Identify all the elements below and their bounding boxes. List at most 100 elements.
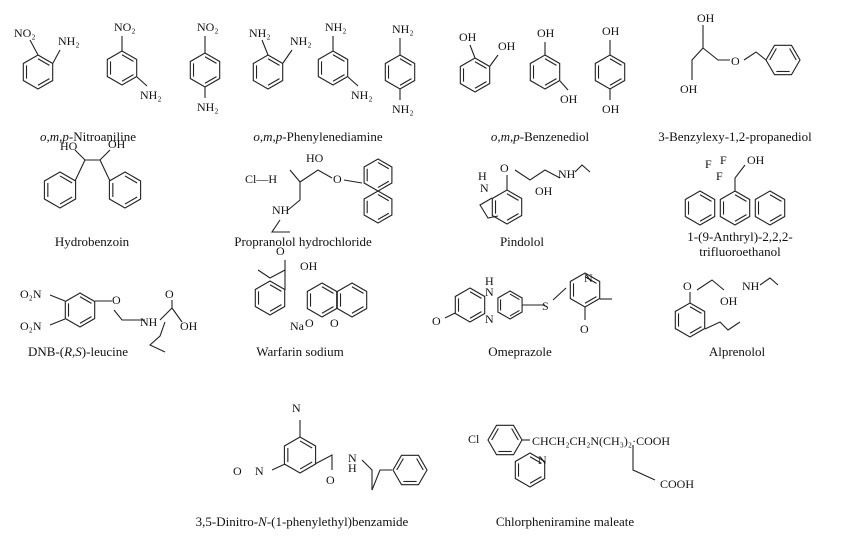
bond	[271, 463, 286, 471]
benzene-ring	[514, 452, 546, 488]
double-bond	[474, 81, 487, 89]
benzene-ring	[497, 290, 523, 320]
atom-oh: OH	[747, 153, 765, 167]
atom-n: N	[584, 271, 593, 285]
benzene-ring	[754, 190, 786, 226]
benzene-ring	[487, 424, 523, 456]
benzene-ring	[252, 54, 284, 90]
atom-oh: OH	[720, 294, 738, 308]
atom-nh: NH	[558, 167, 576, 181]
double-bond	[529, 456, 542, 464]
double-bond	[267, 58, 280, 66]
bond	[282, 49, 293, 64]
double-bond	[377, 194, 390, 202]
double-bond	[79, 296, 92, 304]
double-bond	[506, 213, 519, 221]
benzene-ring	[189, 52, 221, 88]
bond-chain	[287, 169, 301, 211]
bond-chain	[171, 307, 183, 323]
double-bond	[124, 175, 138, 184]
atom-no2: NO₂	[14, 26, 36, 40]
double-bond	[204, 56, 217, 64]
caption-omeprazole: Omeprazole	[488, 344, 552, 359]
double-bond	[416, 458, 424, 471]
atom-o2n: O₂N	[20, 287, 42, 301]
double-bond	[396, 458, 404, 471]
double-bond	[299, 440, 313, 449]
atom-nh2: NH₂	[197, 100, 219, 114]
atom-n: N	[485, 312, 494, 326]
double-bond	[469, 311, 482, 319]
atom-oh: OH	[602, 24, 620, 38]
atom-cooh: COOH	[660, 477, 694, 491]
double-bond	[399, 78, 412, 86]
atom-o: O	[326, 473, 335, 487]
double-bond	[609, 78, 622, 86]
bond	[489, 54, 499, 67]
atom-oh: OH	[537, 26, 555, 40]
benzene-ring	[108, 171, 142, 209]
benzene-ring	[317, 50, 349, 86]
bond-chain	[113, 309, 145, 321]
bond	[49, 318, 66, 326]
caption-dinitro-phenylethyl-benzamide: 3,5-Dinitro-N-(1-phenylethyl)benzamide	[196, 514, 409, 529]
atom-o: O	[731, 54, 740, 68]
caption-anthryl-line1: 1-(9-Anthryl)-2,2,2-	[687, 229, 792, 244]
bond	[99, 159, 111, 182]
bond	[52, 49, 61, 64]
double-bond	[584, 276, 597, 284]
atom-oh: OH	[180, 319, 198, 333]
double-bond	[377, 212, 390, 220]
atom-clh: Cl—H	[245, 172, 277, 186]
double-bond	[79, 316, 92, 324]
bond-chain	[514, 169, 561, 181]
atom-oh: OH	[459, 30, 477, 44]
benzene-ring	[529, 54, 561, 90]
double-bond	[689, 306, 702, 314]
double-bond	[769, 48, 777, 61]
atom-nh2: NH₂	[58, 34, 80, 48]
double-bond	[584, 296, 597, 304]
bond	[136, 76, 148, 87]
bond-chain	[270, 219, 290, 233]
atom-f: F	[720, 153, 727, 167]
caption-nitroaniline: o,m,p-Nitroaniline	[40, 129, 136, 144]
benzene-ring	[454, 287, 486, 323]
double-bond	[769, 194, 782, 202]
benzene-ring	[64, 292, 96, 328]
bond-chain	[444, 312, 456, 319]
double-bond	[121, 54, 134, 62]
double-bond	[769, 214, 782, 222]
double-bond	[37, 58, 50, 66]
bond-chain	[361, 459, 392, 491]
atom-n: N	[255, 464, 264, 478]
bond-chain	[702, 47, 730, 61]
atom-oh: OH	[560, 92, 578, 106]
double-bond	[734, 214, 747, 222]
benzene-ring	[283, 436, 317, 474]
benzene-ring	[363, 190, 393, 224]
bond-chain	[74, 149, 111, 161]
bond-chain	[734, 164, 746, 191]
double-bond	[509, 309, 520, 317]
benzene-ring	[684, 190, 716, 226]
atom-oh: OH	[602, 102, 620, 116]
atom-nh: NH	[742, 279, 760, 293]
atom-o: O	[500, 161, 509, 175]
benzene-ring	[491, 189, 523, 225]
benzene-ring	[254, 280, 286, 316]
double-bond	[474, 61, 487, 69]
bond-chain	[696, 279, 725, 291]
benzene-ring	[43, 171, 77, 209]
double-bond	[59, 196, 73, 205]
double-bond	[59, 175, 73, 184]
atom-oh: OH	[300, 259, 318, 273]
double-bond	[321, 286, 334, 294]
atom-chain: CHCH₂CH₂N(CH₃)₂·COOH	[532, 434, 670, 448]
double-bond	[734, 194, 747, 202]
double-bond	[332, 54, 345, 62]
bond	[347, 76, 359, 87]
atom-nh2: NH₂	[325, 20, 347, 34]
bond-chain	[632, 445, 656, 481]
